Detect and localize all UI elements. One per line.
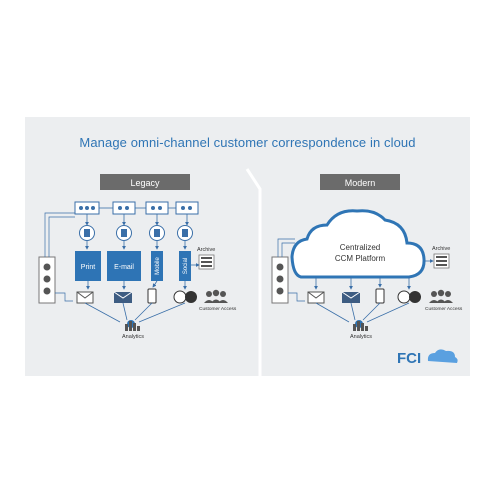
diagram: Legacy [38,168,463,376]
mobile-phone-icon [147,288,157,304]
modern-header: Modern [345,178,376,188]
cloud-title-line1: Centralized [340,243,380,252]
svg-text:FCI: FCI [397,350,421,367]
customer-access-icon [204,289,228,303]
modern-panel: Modern Centralized CCM Platform Archive [271,174,463,340]
channel-mobile-box [151,251,163,281]
cloud-icon [290,209,426,279]
social-icon [185,291,197,303]
social-icon [173,290,187,304]
analytics-icon [353,320,368,331]
legacy-analytics-label: Analytics [122,334,144,340]
legacy-archive-label: Archive [197,247,215,253]
computer-icon [112,201,136,215]
analytics-icon [125,320,140,331]
computer-icon [145,201,169,215]
modern-header-bar [320,174,400,190]
channel-mobile-label: Mobile [155,257,161,275]
gear-icon [79,206,192,210]
page-title: Manage omni-channel customer corresponde… [79,135,416,150]
social-icon [409,291,421,303]
slide: Manage omni-channel customer corresponde… [25,117,470,376]
archive-icon [433,253,450,269]
mobile-phone-icon [375,288,385,304]
archive-icon [198,254,215,270]
modern-outputs [307,288,421,304]
panel-divider [245,168,262,376]
channel-print-label: Print [81,264,95,271]
modern-analytics-label: Analytics [350,334,372,340]
fci-logo: FCI [397,349,458,367]
modern-archive-label: Archive [432,246,450,252]
channel-print-box [75,251,101,281]
server-stack-icon [38,256,56,304]
computer-icon [175,201,199,215]
cloud-title-line2: CCM Platform [335,254,386,263]
legacy-panel: Legacy [38,174,237,340]
legacy-outputs [76,288,197,304]
server-stack-icon [271,256,289,304]
channel-social-label: Social [183,258,189,274]
channel-social-box [179,251,191,281]
legacy-header-bar [100,174,190,190]
channel-email-box [107,251,141,281]
customer-access-icon [429,289,453,303]
channel-email-label: E-mail [114,264,134,271]
modern-customer-access-label: Customer Access [425,306,463,312]
legacy-header: Legacy [130,178,160,188]
social-icon [397,290,411,304]
legacy-customer-access-label: Customer Access [199,306,237,312]
